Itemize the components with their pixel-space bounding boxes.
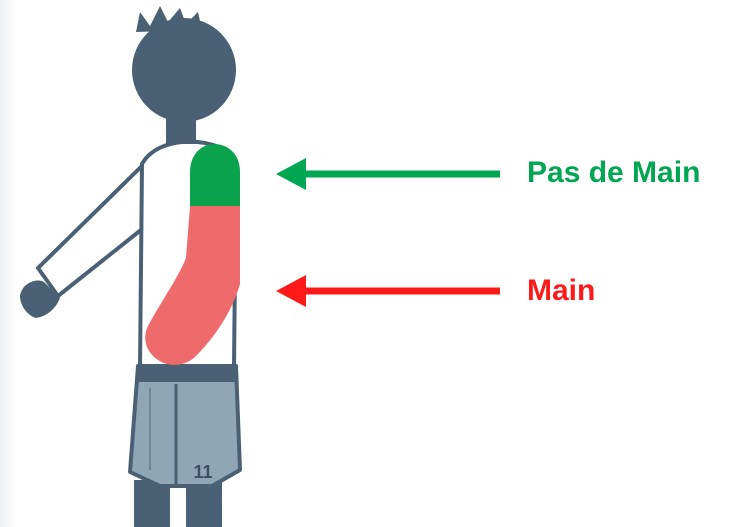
arrow-left-icon bbox=[276, 275, 500, 307]
arrow-left-icon bbox=[276, 158, 500, 190]
no-hand-zone bbox=[190, 144, 240, 206]
player-shorts bbox=[130, 366, 240, 486]
player-left-arm bbox=[20, 160, 156, 318]
jersey-number: 11 bbox=[193, 462, 212, 482]
no-hand-label: Pas de Main bbox=[527, 158, 700, 188]
hand-label: Main bbox=[527, 276, 595, 306]
player-head bbox=[132, 6, 236, 144]
